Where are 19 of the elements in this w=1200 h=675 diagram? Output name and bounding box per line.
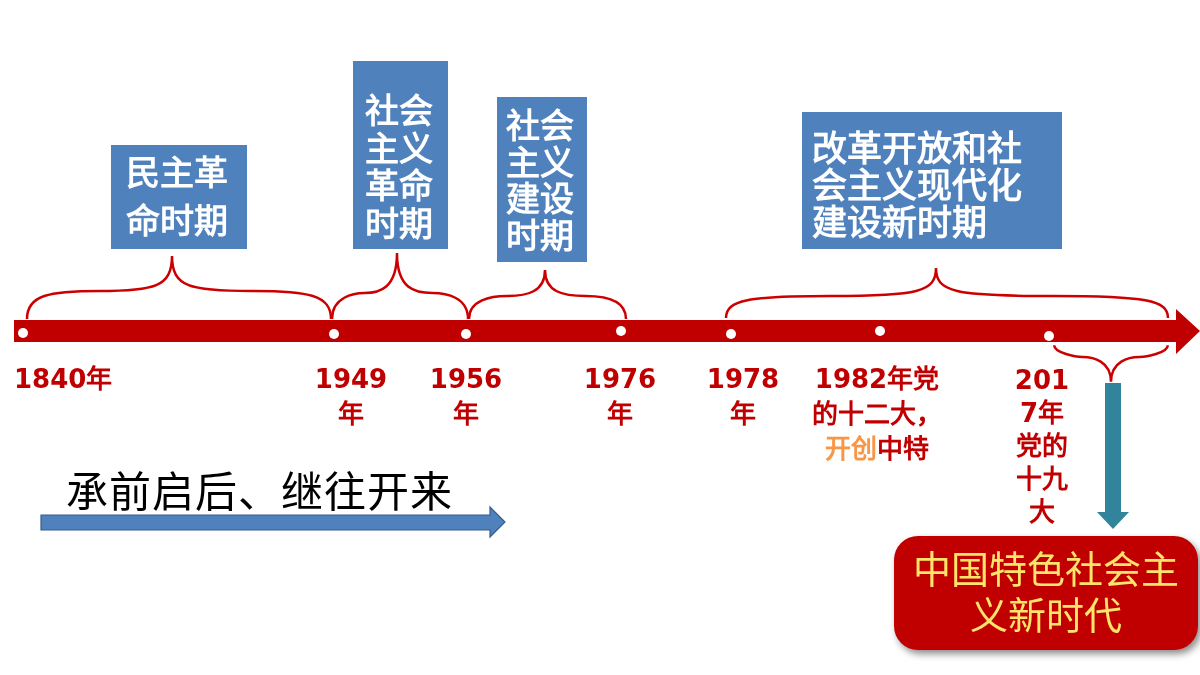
date-label: 1956年	[428, 363, 504, 431]
event-label: 2017年党的十九大	[1013, 364, 1071, 529]
event-label: 1982年党的十二大，开创中特	[811, 363, 943, 466]
slogan-text: 承前启后、继往开来	[66, 468, 453, 518]
period-box	[111, 145, 247, 249]
date-label: 1949年	[313, 363, 389, 431]
period-title: 社会主义革命时期	[364, 93, 434, 243]
date-label: 1978年	[705, 363, 781, 431]
period-title: 社会主义建设时期	[506, 108, 575, 254]
arrow	[1097, 383, 1129, 529]
era-banner	[894, 536, 1198, 650]
period-title: 民主革命时期	[126, 152, 229, 243]
era-title: 中国特色社会主义新时代	[912, 547, 1180, 639]
period-box	[802, 112, 1062, 249]
period-title: 改革开放和社会主义现代化建设新时期	[812, 131, 1023, 242]
period-box	[497, 97, 587, 262]
date-label: 1976年	[582, 363, 658, 431]
date-label: 1840年	[14, 363, 114, 396]
period-box	[353, 61, 448, 249]
